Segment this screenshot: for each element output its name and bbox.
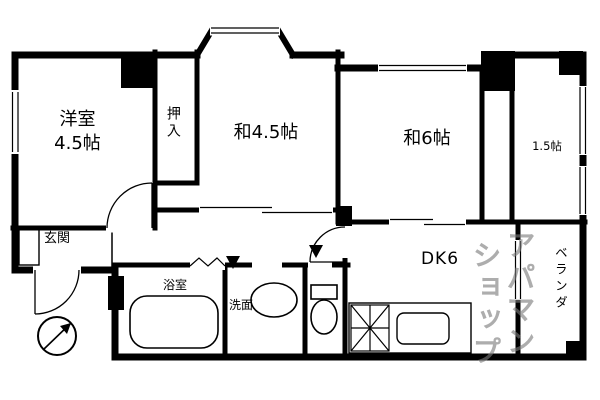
window-east-upper [579,87,587,154]
kitchen-sink-icon [396,312,450,345]
room-label-closet: 押入 [164,106,181,140]
folding-door-bath [189,257,226,267]
door-marker-toilet [309,245,323,258]
dk-door-arc [309,226,346,263]
pillars [108,51,583,357]
pillar-top-right-corner [559,51,583,75]
room-label-storage: 1.5帖 [532,139,562,153]
window-east-lower [579,167,587,214]
bathtub-icon [129,295,219,349]
fixtures [18,228,472,356]
pillar-top-left [121,58,155,88]
room-label-japanese-6: 和6帖 [403,128,451,149]
toilet-tank-icon [310,284,338,300]
room-label-western: 洋室 4.5帖 [25,108,130,157]
room-label-washroom: 洗面 [229,298,254,312]
watermark-text-right: アパマン [502,230,536,358]
vent-fan-icon [37,316,77,356]
toilet-bowl-icon [310,299,338,335]
room-label-dk: DK6 [420,249,460,269]
sliding-door-wa45 [200,206,332,214]
windows [11,27,587,299]
window-veranda [514,241,522,299]
entrance-door-arc [34,269,80,315]
door-marker-bath [226,256,240,269]
pillar-hall-junction [336,206,352,226]
washbasin-icon [250,282,298,318]
western-room-size: 4.5帖 [54,133,101,155]
pillar-bottom-right [566,341,583,357]
pillar-entrance [108,276,124,310]
window-north [379,64,466,72]
room-label-bathroom: 浴室 [162,278,187,292]
room-label-veranda: ベランダ [552,246,568,312]
western-room-name: 洋室 [59,109,96,130]
pillar-top-right-mid [481,51,515,91]
room-label-entrance: 玄関 [44,231,71,246]
stove-icon [350,304,390,352]
kitchen-counter-icon [348,302,472,354]
sliding-door-wa6 [390,218,465,226]
western-room-door-arc [106,182,153,229]
doors [34,182,346,315]
watermark-text-left: ショップ [468,240,502,368]
window-west [11,92,19,152]
room-label-japanese-45: 和4.5帖 [233,122,299,143]
window-bay [211,27,279,34]
shoe-cabinet-icon [18,228,40,266]
